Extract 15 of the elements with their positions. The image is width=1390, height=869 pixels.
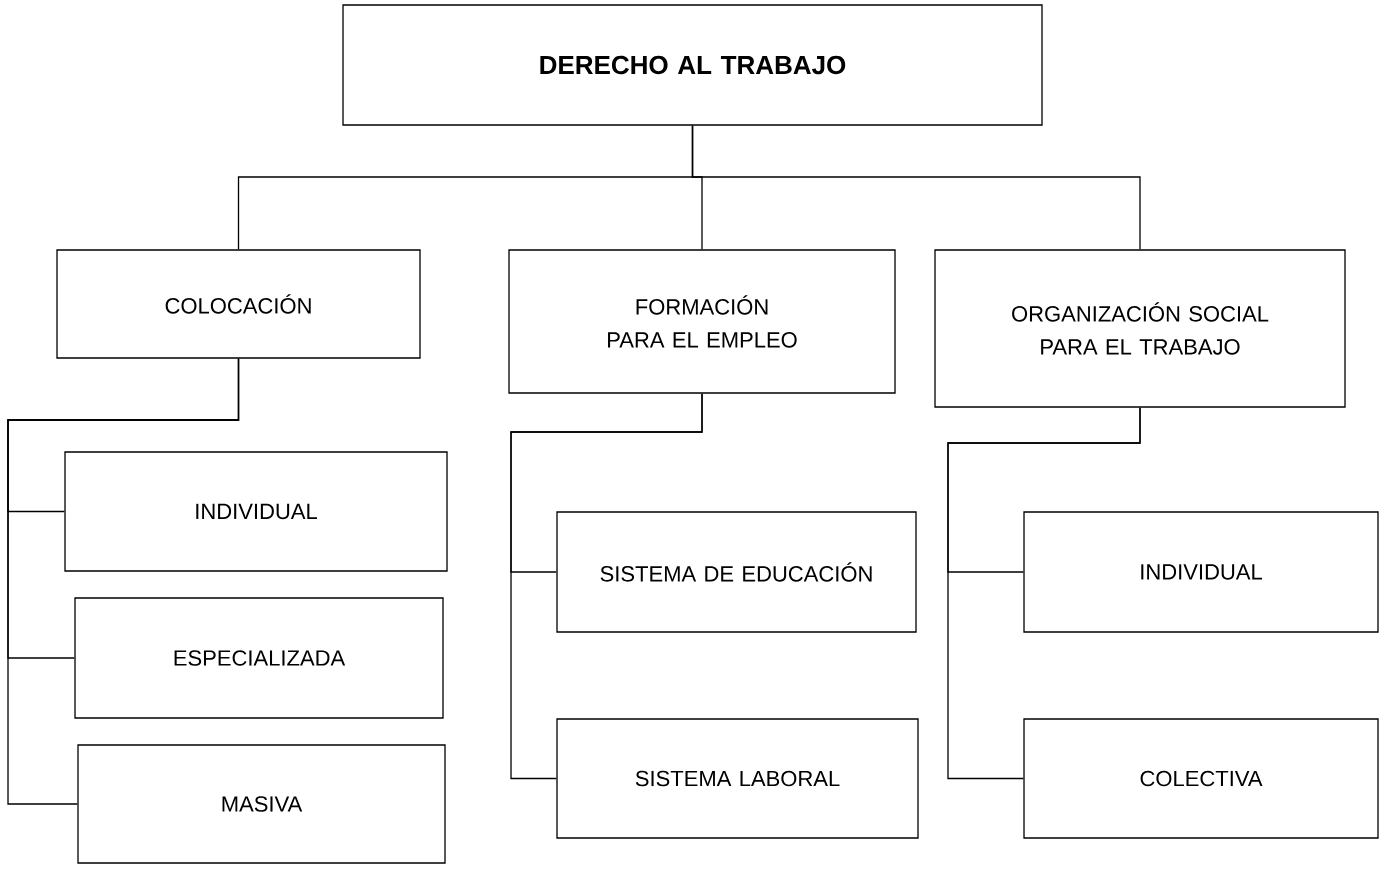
connector-line (510, 393, 703, 780)
category-box: ESPECIALIZADA (74, 597, 444, 719)
title-box: DERECHO AL TRABAJO (342, 4, 1043, 126)
connector-line (7, 358, 240, 805)
category-box: INDIVIDUAL (1023, 511, 1379, 633)
category-box: COLECTIVA (1023, 718, 1379, 839)
connector-line (947, 407, 1141, 780)
connector-line (691, 125, 1141, 250)
category-box: SISTEMA DE EDUCACIÓN (556, 511, 917, 633)
category-box: FORMACIÓN PARA EL EMPLEO (508, 249, 896, 394)
category-box: MASIVA (77, 744, 446, 864)
category-box: SISTEMA LABORAL (556, 718, 919, 839)
category-box: COLOCACIÓN (56, 249, 421, 359)
category-box: INDIVIDUAL (64, 451, 448, 572)
category-box: ORGANIZACIÓN SOCIAL PARA EL TRABAJO (934, 249, 1346, 408)
